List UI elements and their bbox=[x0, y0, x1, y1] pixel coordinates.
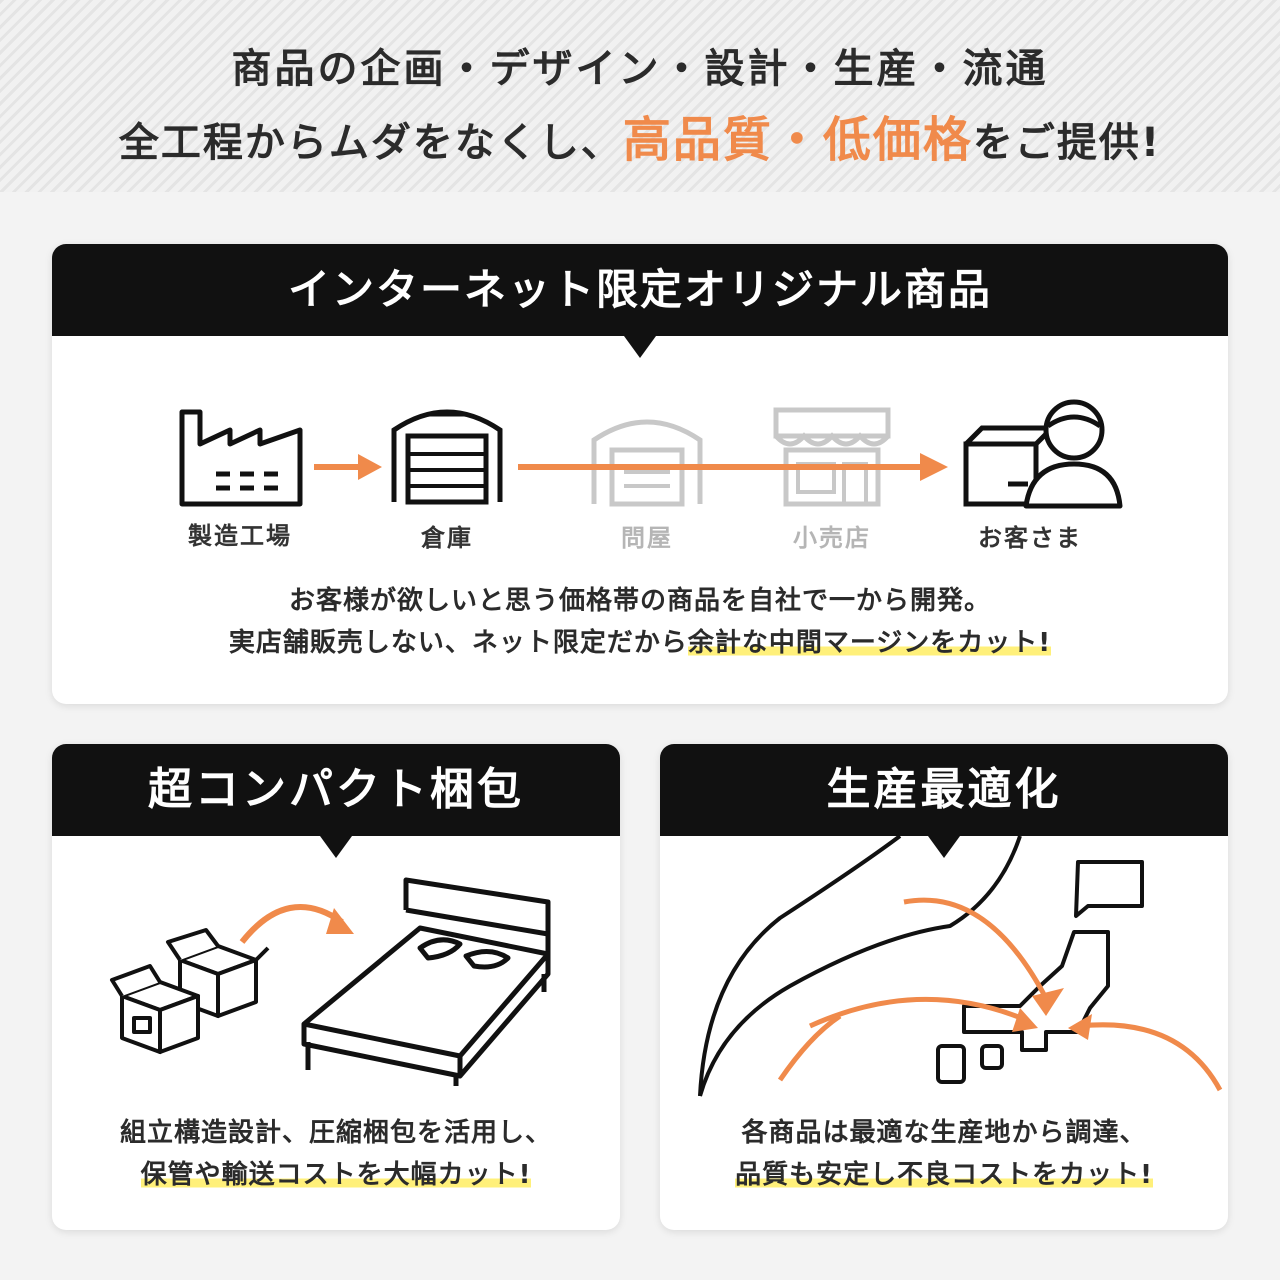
right-text-line2: 品質も安定し不良コストをカット! bbox=[660, 1154, 1228, 1196]
internet-original-card: インターネット限定オリジナル商品 bbox=[52, 244, 1228, 704]
boxes-icon bbox=[110, 928, 270, 1054]
header-pointer bbox=[624, 336, 656, 358]
card-header: 超コンパクト梱包 bbox=[52, 744, 620, 836]
card-title: 生産最適化 bbox=[826, 764, 1062, 815]
hero-text-pre: 全工程からムダをなくし、 bbox=[118, 120, 623, 166]
right-text-highlight: 品質も安定し不良コストをカット! bbox=[735, 1160, 1153, 1190]
bed-icon bbox=[301, 877, 551, 1086]
hero-banner: 商品の企画・デザイン・設計・生産・流通 全工程からムダをなくし、高品質・低価格を… bbox=[0, 0, 1280, 192]
card-header: 生産最適化 bbox=[660, 744, 1228, 836]
card-title: 超コンパクト梱包 bbox=[148, 764, 524, 815]
shop-icon bbox=[773, 407, 891, 507]
label-customer: お客さま bbox=[978, 524, 1082, 552]
label-wholesaler: 問屋 bbox=[621, 524, 673, 552]
label-warehouse: 倉庫 bbox=[421, 524, 473, 552]
card-title: インターネット限定オリジナル商品 bbox=[287, 265, 992, 314]
header-pointer bbox=[928, 836, 960, 858]
main-text-line1: お客様が欲しいと思う価格帯の商品を自社で一から開発。 bbox=[288, 586, 991, 616]
main-text-line2-pre: 実店舗販売しない、ネット限定だから bbox=[228, 628, 688, 658]
hero-text-post: をご提供! bbox=[972, 120, 1162, 166]
wholesaler-icon bbox=[591, 419, 703, 507]
right-description: 各商品は最適な生産地から調達、 品質も安定し不良コストをカット! bbox=[660, 1112, 1228, 1196]
main-description: お客様が欲しいと思う価格帯の商品を自社で一から開発。 実店舗販売しない、ネット限… bbox=[52, 580, 1228, 664]
flow-arrow-long bbox=[518, 453, 948, 481]
hero-subheadline: 全工程からムダをなくし、高品質・低価格をご提供! bbox=[0, 100, 1280, 170]
flow-arrow-short bbox=[314, 454, 382, 480]
right-text-line1: 各商品は最適な生産地から調達、 bbox=[741, 1118, 1147, 1148]
customer-icon bbox=[963, 399, 1123, 509]
left-text-line1: 組立構造設計、圧縮梱包を活用し、 bbox=[119, 1118, 552, 1148]
main-text-line2: 実店舗販売しない、ネット限定だから余計な中間マージンをカット! bbox=[52, 622, 1228, 664]
hero-highlight: 高品質・低価格 bbox=[622, 112, 973, 168]
main-text-highlight: 余計な中間マージンをカット! bbox=[687, 628, 1052, 658]
card-header: インターネット限定オリジナル商品 bbox=[52, 244, 1228, 336]
left-text-highlight: 保管や輸送コストを大幅カット! bbox=[140, 1160, 532, 1190]
japan-map-icon bbox=[698, 834, 1223, 1097]
left-description: 組立構造設計、圧縮梱包を活用し、 保管や輸送コストを大幅カット! bbox=[52, 1112, 620, 1196]
label-factory: 製造工場 bbox=[188, 522, 292, 550]
transform-arrow bbox=[239, 904, 354, 944]
hero-headline: 商品の企画・デザイン・設計・生産・流通 bbox=[231, 46, 1049, 92]
compact-packaging-card: 超コンパクト梱包 bbox=[52, 744, 620, 1230]
label-retailer: 小売店 bbox=[793, 524, 871, 552]
header-pointer bbox=[320, 836, 352, 858]
warehouse-icon bbox=[391, 409, 503, 505]
left-text-line2: 保管や輸送コストを大幅カット! bbox=[52, 1154, 620, 1196]
production-optimization-card: 生産最適化 各商品は最適な生産地から調達、 品質も安定し不良コストをカット! bbox=[660, 744, 1228, 1230]
factory-icon bbox=[179, 409, 303, 507]
